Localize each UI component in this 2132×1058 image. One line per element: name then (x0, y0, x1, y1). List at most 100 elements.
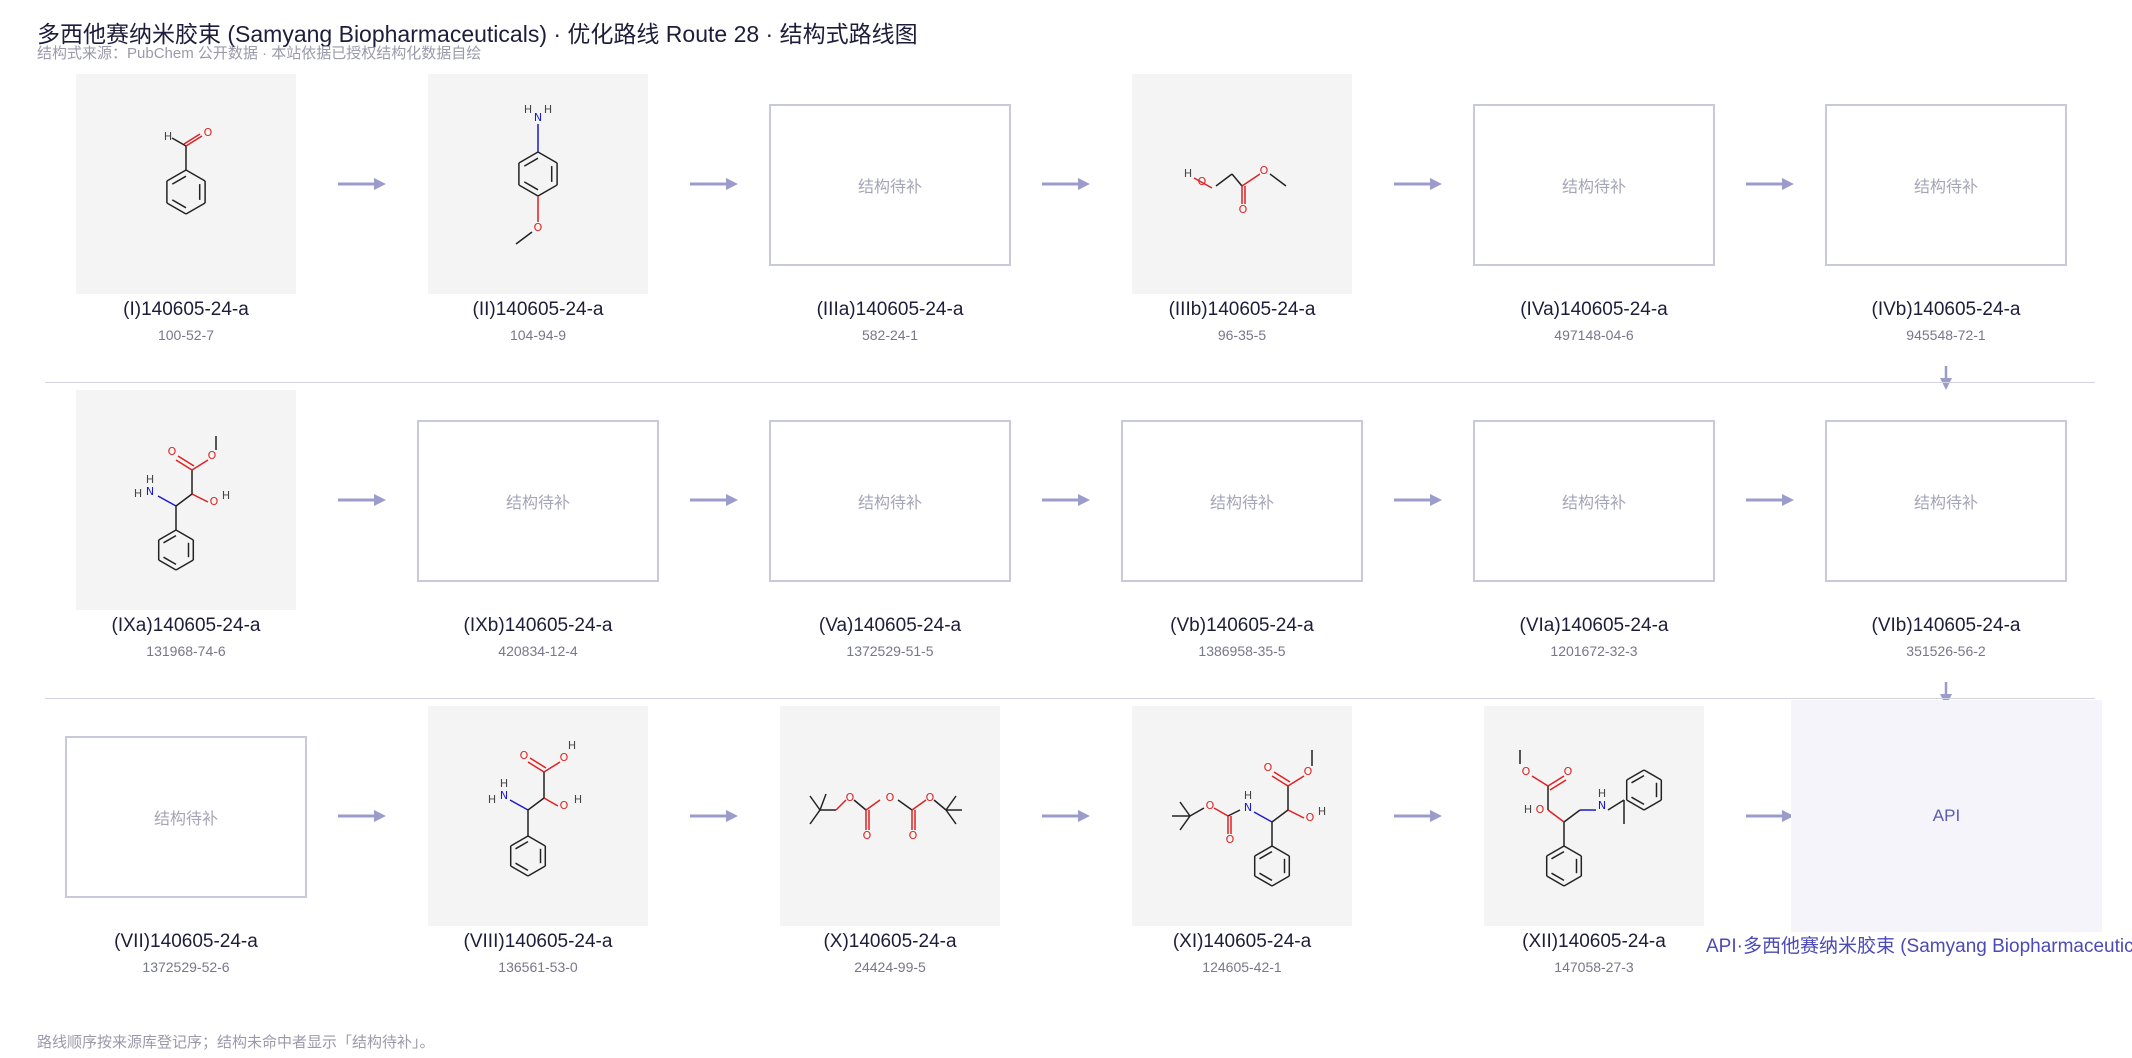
flow-arrow-icon (338, 177, 386, 191)
svg-text:H: H (568, 739, 576, 752)
svg-text:N: N (1598, 799, 1606, 812)
compound-node: 结构待补 (VII)140605-24-a 1372529-52-6 (0, 706, 372, 976)
cas-number: 945548-72-1 (1906, 327, 1986, 343)
cas-number: 1201672-32-3 (1550, 643, 1638, 659)
flow-arrow-icon (1746, 177, 1794, 191)
svg-text:H: H (1318, 805, 1326, 818)
flow-arrow-icon (1042, 493, 1090, 507)
svg-text:O: O (1304, 765, 1313, 778)
svg-text:H: H (500, 777, 508, 790)
cas-number: 96-35-5 (1217, 327, 1267, 343)
svg-text:O: O (560, 799, 569, 812)
flow-arrow-icon (1042, 809, 1090, 823)
svg-text:O: O (168, 445, 177, 458)
svg-text:H: H (488, 793, 496, 806)
api-box: API (1791, 700, 2102, 932)
svg-text:O: O (204, 126, 213, 139)
cas-number: 136561-53-0 (498, 959, 578, 975)
row-wrap-arrow-icon (1939, 366, 1953, 390)
cas-number: 420834-12-4 (498, 643, 578, 659)
flow-arrow-icon (338, 493, 386, 507)
compound-label: (I)140605-24-a (123, 299, 249, 320)
svg-text:H: H (146, 473, 154, 486)
svg-text:O: O (1206, 799, 1215, 812)
svg-text:O: O (926, 791, 935, 804)
structure-placeholder: 结构待补 (65, 736, 307, 898)
flow-arrow-icon (690, 493, 738, 507)
compound-label: (Va)140605-24-a (818, 615, 962, 636)
svg-text:N: N (500, 789, 508, 802)
page-subtitle: 结构式来源：PubChem 公开数据 · 本站依据已授权结构化数据自绘 (37, 45, 482, 62)
flow-arrow-icon (1042, 177, 1090, 191)
svg-text:O: O (534, 221, 543, 234)
svg-text:H: H (134, 487, 142, 500)
svg-text:H: H (1244, 789, 1252, 802)
structure-placeholder: 结构待补 (1121, 420, 1363, 582)
cas-number: 351526-56-2 (1906, 643, 1986, 659)
compound-node: 结构待补 (Vb)140605-24-a 1386958-35-5 (1056, 390, 1428, 660)
svg-text:O: O (1260, 164, 1269, 177)
structure-placeholder: 结构待补 (417, 420, 659, 582)
flow-arrow-icon (690, 809, 738, 823)
page-title: 多西他赛纳米胶束 (Samyang Biopharmaceuticals) · … (37, 21, 918, 47)
compound-label: (IVa)140605-24-a (1520, 299, 1668, 320)
flow-arrow-icon (338, 809, 386, 823)
compound-label: (IXb)140605-24-a (463, 615, 613, 636)
svg-text:O: O (1564, 765, 1573, 778)
cas-number: 582-24-1 (861, 327, 919, 343)
cas-number: 124605-42-1 (1202, 959, 1282, 975)
svg-text:O: O (1522, 765, 1531, 778)
cas-number: 104-94-9 (509, 327, 567, 343)
svg-text:O: O (1306, 811, 1315, 824)
cas-number: 1386958-35-5 (1198, 643, 1286, 659)
api-box-text: API (1932, 806, 1961, 825)
compound-label: (Vb)140605-24-a (1170, 615, 1314, 636)
cas-number: 1372529-52-6 (142, 959, 230, 975)
cas-number: 131968-74-6 (146, 643, 226, 659)
flow-arrow-icon (1394, 493, 1442, 507)
svg-text:O: O (210, 495, 219, 508)
row-separator (45, 382, 2095, 383)
structure-placeholder: 结构待补 (769, 420, 1011, 582)
compound-label: (VII)140605-24-a (114, 931, 258, 952)
flow-arrow-icon (1394, 809, 1442, 823)
svg-text:O: O (846, 791, 855, 804)
cas-number: 1372529-51-5 (846, 643, 934, 659)
svg-text:O: O (520, 749, 529, 762)
compound-label: (VIb)140605-24-a (1871, 615, 2021, 636)
compound-label: (XII)140605-24-a (1522, 931, 1666, 952)
svg-text:H: H (524, 103, 532, 116)
svg-text:O: O (1239, 203, 1248, 216)
svg-text:H: H (574, 793, 582, 806)
structure-placeholder: 结构待补 (769, 104, 1011, 266)
flow-arrow-icon (1746, 809, 1794, 823)
row-separator (45, 698, 2095, 699)
compound-label: (VIa)140605-24-a (1519, 615, 1669, 636)
svg-text:H: H (1184, 167, 1192, 180)
compound-label: (II)140605-24-a (472, 299, 604, 320)
api-label: API·多西他赛纳米胶束 (Samyang Biopharmaceuticals… (1706, 936, 2132, 957)
svg-text:N: N (146, 485, 154, 498)
cas-number: 147058-27-3 (1554, 959, 1634, 975)
svg-text:H: H (1598, 787, 1606, 800)
compound-label: (XI)140605-24-a (1172, 931, 1312, 952)
svg-text:O: O (208, 449, 217, 462)
flow-arrow-icon (690, 177, 738, 191)
svg-text:N: N (1244, 801, 1252, 814)
structure-placeholder: 结构待补 (1825, 104, 2067, 266)
